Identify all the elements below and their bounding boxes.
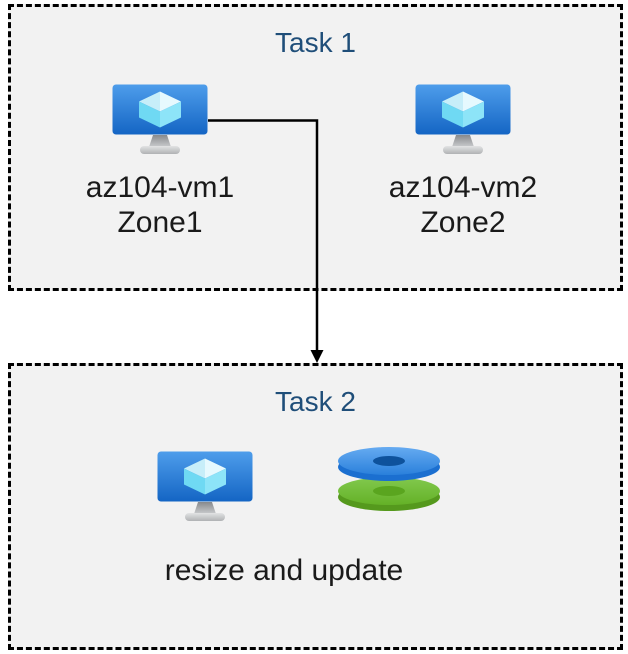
task2-title: Task 2 <box>275 386 356 417</box>
vm-zone-label: Zone1 <box>117 206 203 239</box>
virtual-machine-icon <box>415 84 511 158</box>
vm-name-label: az104-vm1 <box>85 171 235 204</box>
resize-update-label: resize and update <box>164 554 404 587</box>
vm-label: az104-vm1 Zone1 <box>60 170 260 240</box>
task2-box: Task 2 resize and update <box>8 363 623 650</box>
managed-disks-icon <box>337 445 441 513</box>
virtual-machine-icon <box>157 451 253 525</box>
vm-name-label: az104-vm2 <box>388 171 538 204</box>
vm-group-az104-vm2: az104-vm2 Zone2 <box>363 84 563 240</box>
vm-group-az104-vm1: az104-vm1 Zone1 <box>60 84 260 240</box>
vm-zone-label: Zone2 <box>420 206 506 239</box>
virtual-machine-icon <box>112 84 208 158</box>
task1-box: Task 1 az104-vm1 Zone1 az104-vm2 Zone2 <box>8 4 623 291</box>
task1-title: Task 1 <box>275 27 356 58</box>
vm-label: az104-vm2 Zone2 <box>363 170 563 240</box>
